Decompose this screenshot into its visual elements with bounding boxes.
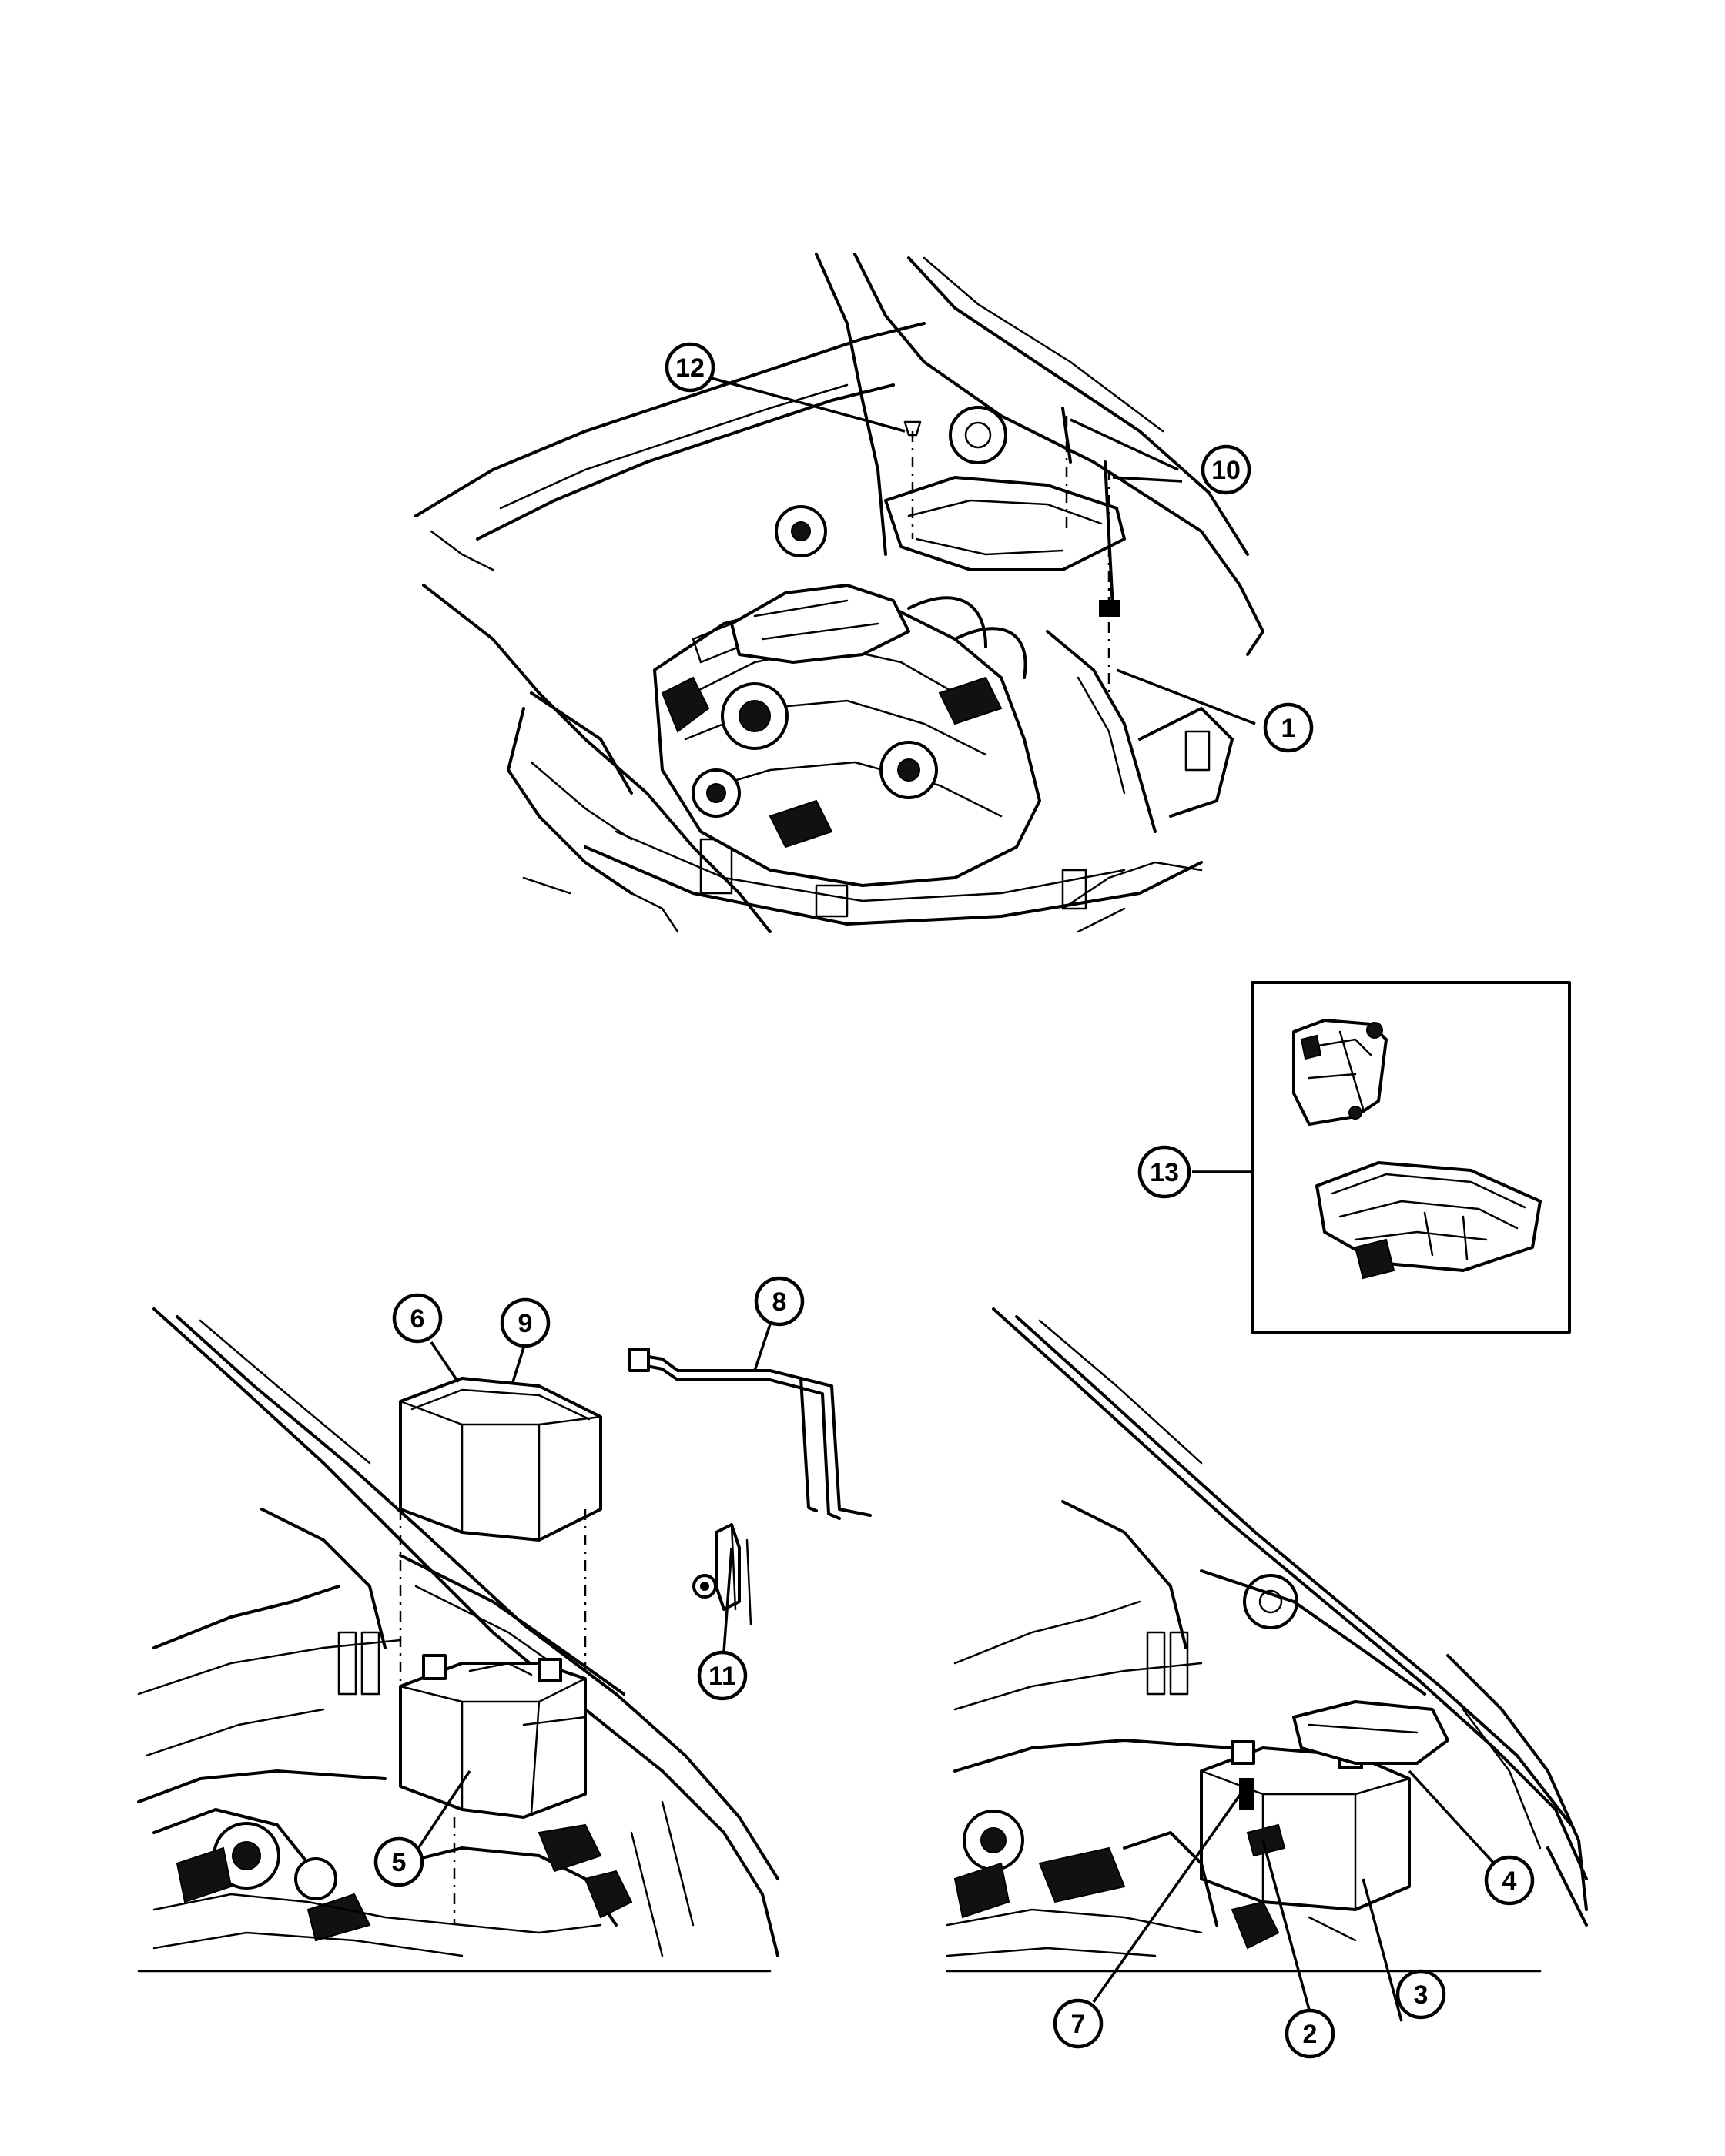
- callout-6-label: 6: [410, 1304, 425, 1334]
- callout-8: 8: [754, 1276, 805, 1327]
- hold-down-bolt: [692, 1523, 752, 1626]
- callout-5-label: 5: [392, 1848, 407, 1877]
- callout-7-label: 7: [1071, 2010, 1086, 2039]
- callout-11-label: 11: [708, 1662, 736, 1691]
- callout-2-label: 2: [1303, 2020, 1318, 2049]
- callout-2: 2: [1285, 2008, 1335, 2059]
- battery-installed-view-illustration: [946, 1307, 1588, 1973]
- leader-7: [1092, 1785, 1248, 2004]
- leader-9: [511, 1347, 525, 1385]
- callout-3: 3: [1395, 1969, 1446, 2020]
- battery-exploded-view-illustration: [137, 1307, 779, 1973]
- leader-11: [722, 1547, 733, 1652]
- callout-8-label: 8: [772, 1287, 787, 1317]
- leader-3: [1362, 1878, 1403, 2022]
- callout-7: 7: [1053, 1998, 1104, 2049]
- battery-hold-down-strap: [628, 1348, 872, 1520]
- battery-tray-kit-inset: [1251, 981, 1571, 1334]
- callout-12: 12: [665, 342, 715, 393]
- engine-bay-overview-illustration: [414, 253, 1264, 933]
- callout-5: 5: [373, 1836, 424, 1887]
- callout-9: 9: [500, 1297, 551, 1348]
- callout-10: 10: [1201, 444, 1251, 495]
- callout-11: 11: [697, 1650, 748, 1701]
- callout-10-label: 10: [1211, 456, 1241, 485]
- leader-6: [430, 1341, 460, 1383]
- callout-6: 6: [392, 1293, 443, 1344]
- leader-10a: [1070, 418, 1179, 471]
- leader-10b: [1112, 476, 1183, 483]
- callout-12-label: 12: [675, 353, 705, 383]
- callout-1: 1: [1263, 702, 1314, 753]
- leader-lines: [414, 376, 1496, 2022]
- callout-4: 4: [1484, 1855, 1535, 1906]
- leader-5: [414, 1770, 471, 1853]
- leader-2: [1261, 1840, 1311, 2010]
- leader-4: [1408, 1769, 1496, 1865]
- callout-3-label: 3: [1414, 1980, 1429, 2010]
- callout-1-label: 1: [1281, 714, 1296, 743]
- callout-9-label: 9: [518, 1309, 533, 1338]
- leader-8: [753, 1324, 772, 1371]
- leader-1: [1116, 668, 1256, 725]
- callout-4-label: 4: [1502, 1866, 1517, 1896]
- callout-13: 13: [1137, 1145, 1191, 1199]
- callout-13-label: 13: [1150, 1158, 1179, 1187]
- leader-12: [708, 376, 906, 433]
